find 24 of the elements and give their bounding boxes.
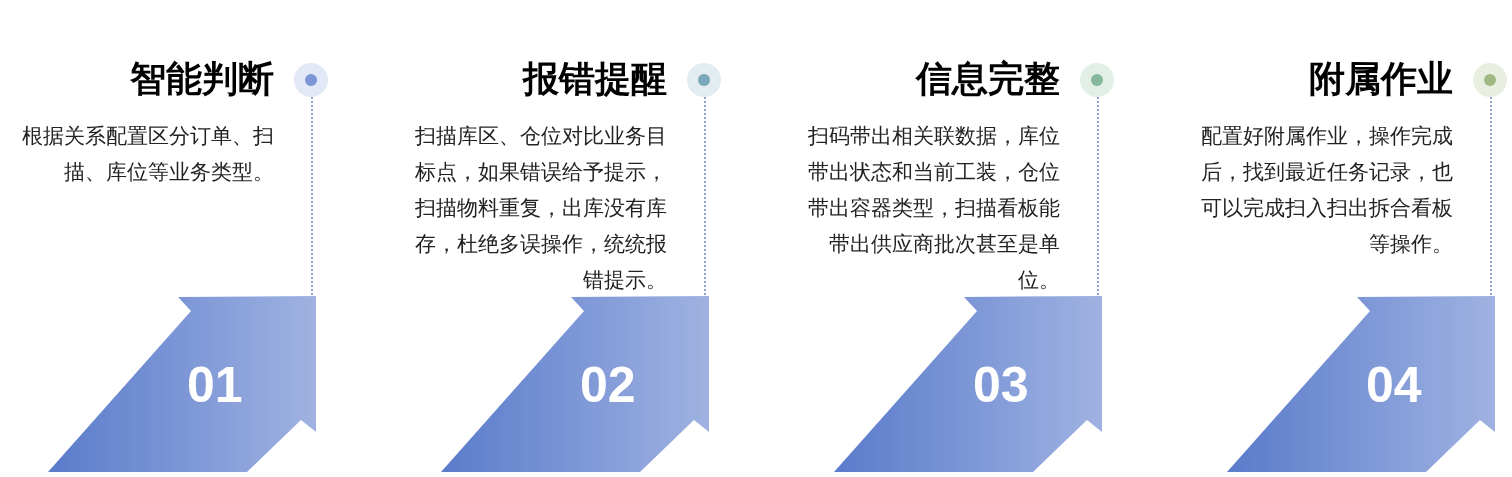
step-description: 配置好附属作业，操作完成后，找到最近任务记录，也可以完成扫入扫出拆合看板等操作。	[1200, 123, 1453, 257]
timeline-dot	[687, 63, 721, 97]
timeline-dot	[1080, 63, 1114, 97]
step-title: 智能判断	[129, 61, 274, 97]
step-title: 信息完整	[914, 61, 1060, 97]
step-number: 01	[187, 360, 243, 410]
timeline-dot	[294, 63, 328, 97]
step-description: 根据关系配置区分订单、扫描、库位等业务类型。	[21, 123, 274, 185]
step-number: 03	[973, 360, 1029, 410]
step-arrow-shape	[1224, 296, 1496, 474]
timeline-dot	[1473, 63, 1507, 97]
step-arrow-shape	[438, 296, 710, 474]
step-number: 02	[580, 360, 636, 410]
step-title: 报错提醒	[521, 61, 667, 97]
step-title: 附属作业	[1308, 61, 1453, 97]
step-description: 扫描库区、仓位对比业务目标点，如果错误给予提示，扫描物料重复，出库没有库存，杜绝多误操作，统统报错提示。	[414, 123, 667, 293]
dotted-connector	[1097, 96, 1099, 297]
step-number: 04	[1366, 360, 1422, 410]
dotted-connector	[704, 96, 706, 297]
step-arrow-shape	[45, 296, 317, 474]
dotted-connector	[311, 96, 313, 297]
dotted-connector	[1490, 96, 1492, 297]
step-description: 扫码带出相关联数据，库位带出状态和当前工装，仓位带出容器类型，扫描看板能带出供应商批次甚至是单位。	[807, 123, 1060, 293]
step-arrow-shape	[831, 296, 1103, 474]
